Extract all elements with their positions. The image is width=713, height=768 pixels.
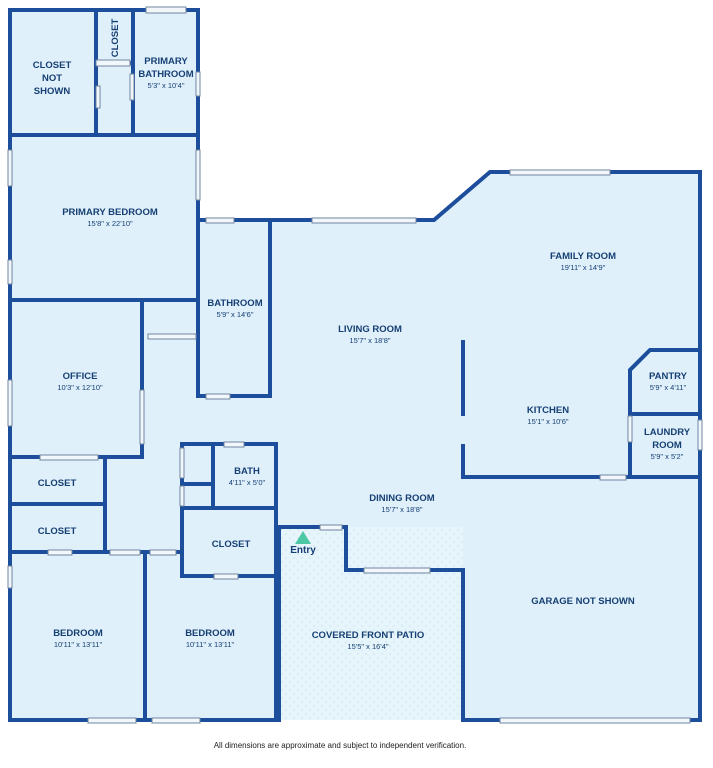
room-dining-room: DINING ROOM 15'7" x 18'8"	[369, 493, 435, 514]
room-dimensions: 5'9" x 14'6"	[217, 310, 254, 319]
windows	[7, 6, 703, 724]
room-covered-front-patio: COVERED FRONT PATIO 15'5" x 16'4"	[312, 630, 425, 651]
room-dimensions: 15'7" x 18'8"	[349, 336, 390, 345]
walls	[8, 8, 702, 722]
room-dimensions: 5'3" x 10'4"	[148, 81, 185, 90]
room-dimensions: 19'11" x 14'9"	[561, 263, 606, 272]
room-bath: BATH 4'11" x 5'0"	[229, 466, 266, 487]
room-name: BATHROOM	[138, 69, 193, 80]
room-closet-vertical: CLOSET	[110, 19, 121, 58]
room-closet: CLOSET	[212, 539, 251, 550]
room-name: BEDROOM	[185, 628, 235, 639]
room-living-room: LIVING ROOM 15'7" x 18'8"	[338, 324, 402, 345]
room-name: LAUNDRY	[644, 427, 691, 438]
room-name: NOT	[42, 73, 62, 84]
room-name: PRIMARY BEDROOM	[62, 207, 158, 218]
room-dimensions: 15'8" x 22'10"	[87, 219, 133, 228]
room-name: KITCHEN	[527, 405, 569, 416]
floor-area	[10, 10, 700, 720]
room-bedroom-1: BEDROOM 10'11" x 13'11"	[53, 628, 103, 649]
room-closet: CLOSET	[38, 478, 77, 489]
room-name: SHOWN	[34, 86, 71, 97]
room-name: ROOM	[652, 440, 682, 451]
room-dimensions: 10'3" x 12'10"	[57, 383, 103, 392]
room-closet-not-shown: CLOSET NOT SHOWN	[33, 60, 72, 97]
room-name: OFFICE	[63, 371, 98, 382]
room-name: BATH	[234, 466, 260, 477]
room-garage: GARAGE NOT SHOWN	[531, 596, 635, 607]
room-name: PRIMARY	[144, 56, 188, 67]
room-closet: CLOSET	[38, 526, 77, 537]
entry-label: Entry	[290, 545, 316, 556]
patio-floor	[279, 527, 463, 720]
room-name: PANTRY	[649, 371, 688, 382]
room-bathroom: BATHROOM 5'9" x 14'6"	[207, 298, 262, 319]
disclaimer: All dimensions are approximate and subje…	[213, 741, 467, 750]
room-laundry-room: LAUNDRY ROOM 5'9" x 5'2"	[644, 427, 691, 461]
room-name: DINING ROOM	[369, 493, 435, 504]
room-pantry: PANTRY 5'9" x 4'11"	[649, 371, 688, 392]
room-dimensions: 10'11" x 13'11"	[186, 640, 235, 649]
room-name: BEDROOM	[53, 628, 103, 639]
room-name: BATHROOM	[207, 298, 262, 309]
room-dimensions: 15'5" x 16'4"	[347, 642, 388, 651]
room-family-room: FAMILY ROOM 19'11" x 14'9"	[550, 251, 616, 272]
entry-icon	[295, 531, 311, 544]
room-dimensions: 15'7" x 18'8"	[381, 505, 422, 514]
room-dimensions: 5'9" x 5'2"	[651, 452, 684, 461]
room-labels: CLOSET NOT SHOWN CLOSET PRIMARY BATHROOM…	[33, 19, 691, 651]
room-kitchen: KITCHEN 15'1" x 10'6"	[527, 405, 569, 426]
room-name: CLOSET	[33, 60, 72, 71]
room-dimensions: 5'9" x 4'11"	[650, 383, 687, 392]
room-name: LIVING ROOM	[338, 324, 402, 335]
room-dimensions: 4'11" x 5'0"	[229, 478, 266, 487]
room-dimensions: 15'1" x 10'6"	[527, 417, 568, 426]
room-bedroom-2: BEDROOM 10'11" x 13'11"	[185, 628, 235, 649]
room-name: FAMILY ROOM	[550, 251, 616, 262]
room-primary-bedroom: PRIMARY BEDROOM 15'8" x 22'10"	[62, 207, 158, 228]
room-primary-bathroom: PRIMARY BATHROOM 5'3" x 10'4"	[138, 56, 193, 90]
room-name: COVERED FRONT PATIO	[312, 630, 425, 641]
room-dimensions: 10'11" x 13'11"	[54, 640, 103, 649]
room-office: OFFICE 10'3" x 12'10"	[57, 371, 103, 392]
